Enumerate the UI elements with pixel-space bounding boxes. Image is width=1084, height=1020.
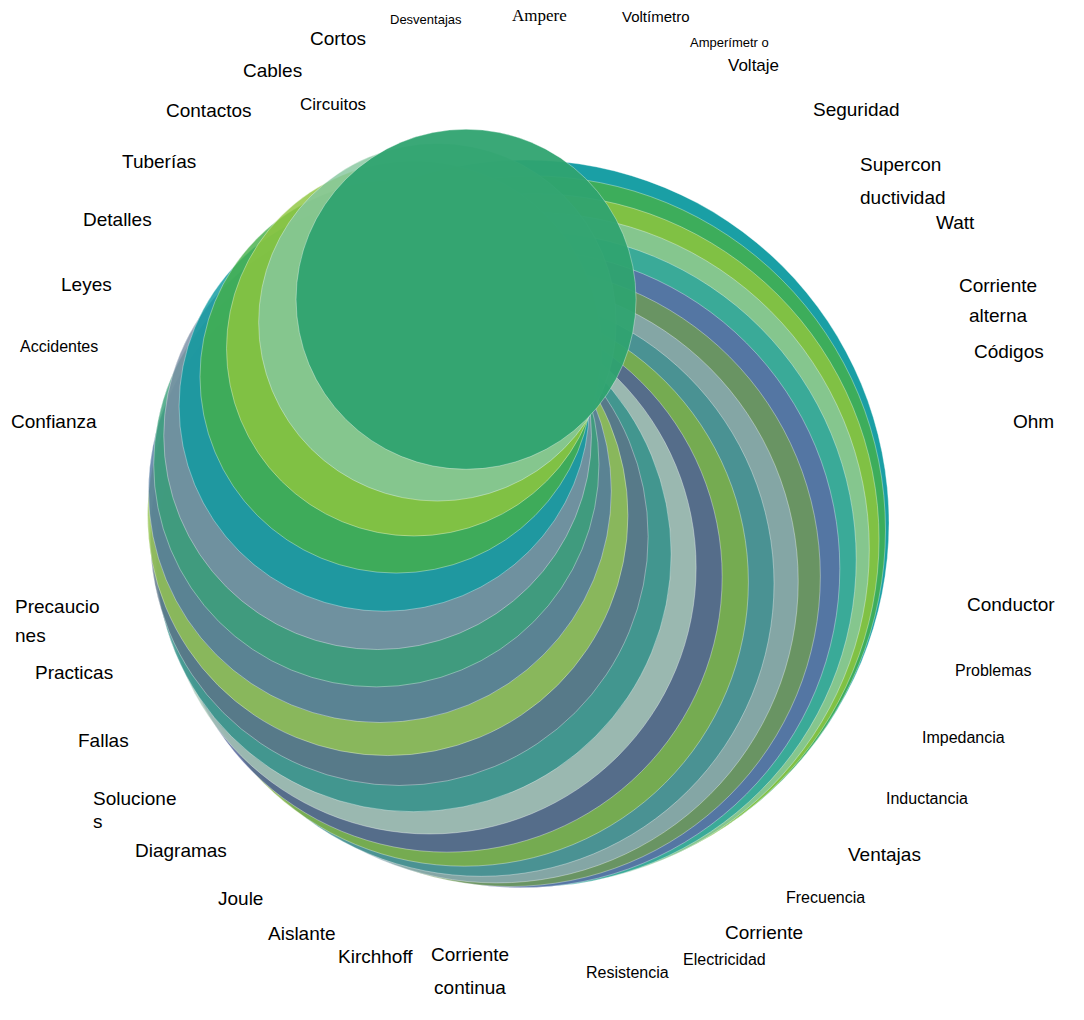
term-label: Practicas [35,662,113,685]
term-label: Ampere [512,6,567,26]
term-label: Diagramas [135,840,227,863]
term-label: Inductancia [886,789,968,808]
term-label: Problemas [955,661,1031,680]
term-label: Resistencia [586,963,669,982]
term-label: Solucione s [93,788,185,834]
term-label: Conductor [967,594,1055,617]
term-label: Voltaje [728,56,779,76]
term-label: Corriente continua [420,938,520,1005]
term-label: Frecuencia [786,888,865,907]
term-label: Circuitos [300,95,366,115]
term-label: Desventajas [390,12,462,28]
term-label: Aislante [268,923,336,946]
term-label: Ohm [1013,411,1054,434]
term-label: Códigos [974,341,1044,364]
term-label: Seguridad [813,99,900,122]
term-label: Joule [218,888,263,911]
term-label: Cortos [310,28,366,51]
term-label: Kirchhoff [338,946,413,969]
term-label: Detalles [83,209,152,232]
term-label: Corriente alterna [943,271,1053,332]
term-label: Contactos [166,100,252,123]
term-label: Cables [243,60,302,83]
term-label: Impedancia [922,728,1005,747]
spiral-circle [296,129,636,469]
term-label: Corriente [725,922,803,945]
term-label: Accidentes [20,337,98,356]
term-label: Leyes [61,274,112,297]
term-label: Supercon ductividad [860,148,960,215]
term-label: Electricidad [683,950,766,969]
term-label: Fallas [78,730,129,753]
term-label: Watt [936,212,974,235]
term-label: Confianza [11,411,97,434]
term-label: Voltímetro [622,8,690,26]
term-label: Tuberías [122,151,196,174]
term-label: Precaucio nes [15,592,110,651]
term-label: Ventajas [848,844,921,867]
term-label: Amperímetr o [690,27,770,58]
